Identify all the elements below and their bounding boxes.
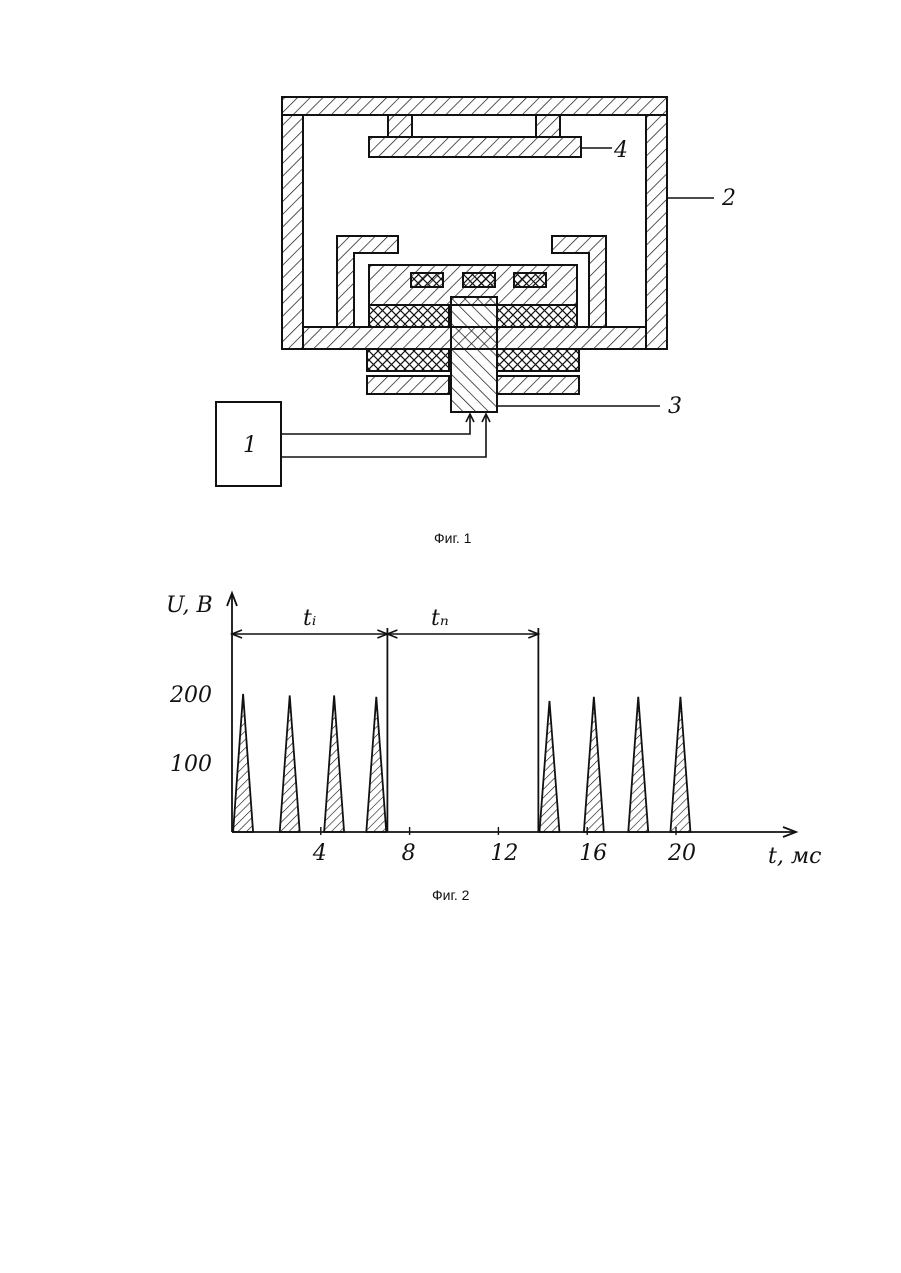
pulse-on-dimension-arrow xyxy=(232,630,387,638)
figure-1 xyxy=(216,97,714,486)
figure-1-caption: Фиг. 1 xyxy=(434,530,472,546)
pulse-5 xyxy=(539,701,559,832)
pause-dimension-arrow xyxy=(387,630,538,638)
x-axis xyxy=(232,827,796,837)
substrate-holder xyxy=(369,115,581,157)
label-1: 1 xyxy=(243,433,257,458)
y-tick-label: 200 xyxy=(169,683,212,708)
figure-2-caption: Фиг. 2 xyxy=(432,887,470,903)
pulse-on-label: tᵢ xyxy=(303,606,316,631)
magnetron-assembly xyxy=(337,236,606,412)
pulse-7 xyxy=(628,697,648,832)
pause-label: tₙ xyxy=(431,606,449,631)
supply-wires xyxy=(281,414,490,457)
pulse-3 xyxy=(324,695,344,832)
label-2: 2 xyxy=(721,186,736,211)
pulse-1 xyxy=(233,694,253,832)
x-tick-label: 12 xyxy=(490,841,518,866)
x-axis-label: t, мс xyxy=(768,844,821,869)
y-tick-label: 100 xyxy=(170,752,212,777)
x-tick-label: 8 xyxy=(402,841,416,866)
x-tick-label: 20 xyxy=(667,841,696,866)
y-axis-label: U, B xyxy=(166,593,213,618)
pulse-6 xyxy=(584,697,604,832)
x-tick-label: 4 xyxy=(312,841,327,866)
pulse-8 xyxy=(670,697,690,832)
label-4: 4 xyxy=(613,138,628,163)
figure-2-chart: 4 8 12 16 20 100 200 U, B t, мс tᵢ tₙ xyxy=(166,593,821,869)
pulse-4 xyxy=(366,697,386,832)
x-tick-label: 16 xyxy=(579,841,607,866)
pulse-2 xyxy=(280,695,300,832)
label-3: 3 xyxy=(668,394,682,419)
